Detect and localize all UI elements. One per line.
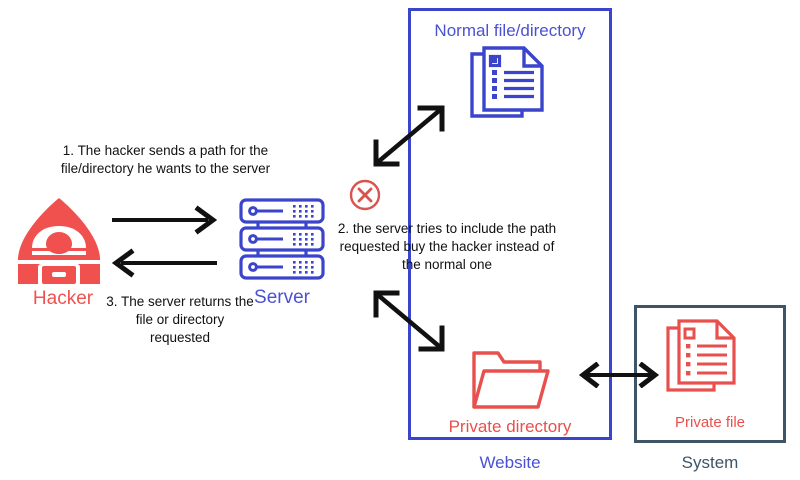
system-label: System — [681, 453, 739, 472]
private-directory-label: Private directory — [448, 417, 572, 436]
request-arrow-right — [112, 205, 218, 235]
document-stack-icon-blue — [468, 46, 548, 129]
hacker-icon — [12, 196, 106, 291]
document-stack-icon-red — [664, 318, 738, 403]
server-label: Server — [254, 287, 310, 308]
response-arrow-left — [111, 248, 217, 278]
x-circle-icon — [348, 178, 382, 217]
normal-file-label: Normal file/directory — [434, 21, 586, 40]
step-3-text: 3. The server returns the file or direct… — [106, 294, 254, 345]
system-link-arrow — [578, 361, 660, 393]
traversal-access-arrow — [368, 285, 450, 362]
step-2-text: 2. the server tries to include the path … — [337, 221, 557, 272]
private-file-label: Private file — [674, 414, 746, 431]
folder-open-icon — [470, 345, 550, 418]
hacker-label: Hacker — [32, 288, 94, 309]
website-label: Website — [479, 453, 541, 472]
website-container-box — [408, 8, 612, 440]
normal-access-arrow — [368, 100, 450, 177]
server-icon — [238, 197, 326, 286]
step-1-text: 1. The hacker sends a path for the file/… — [60, 143, 271, 176]
